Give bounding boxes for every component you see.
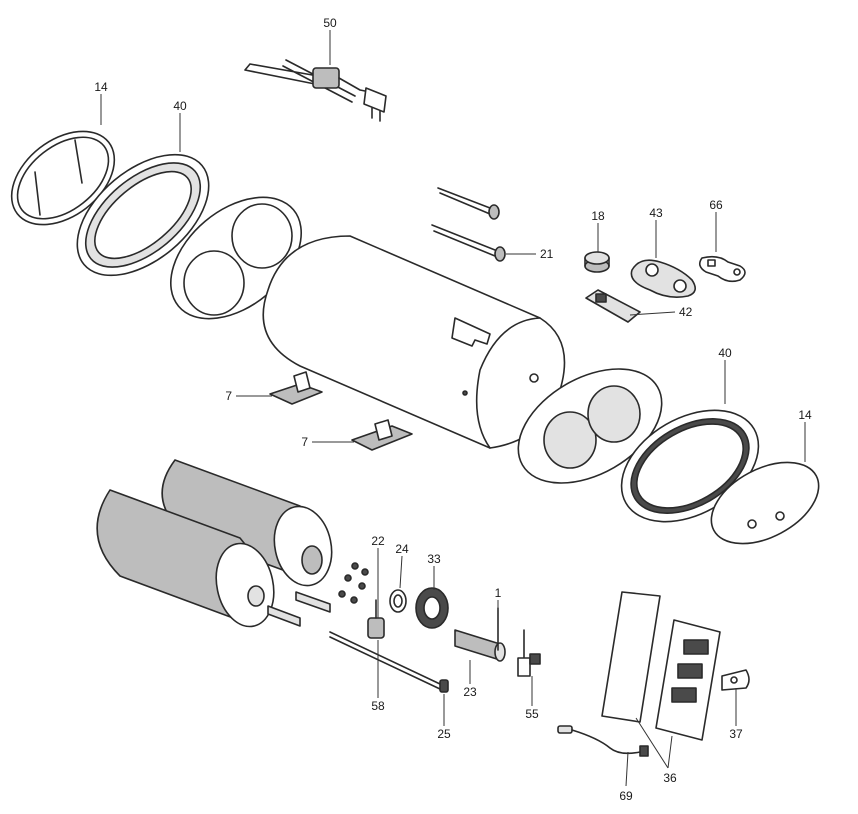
part-33-flange-ring	[415, 587, 449, 629]
part-24-washer	[389, 589, 407, 613]
part-40-frame-right	[620, 409, 760, 523]
callout-21: 21	[540, 247, 554, 261]
part-40-frame-left	[76, 153, 210, 277]
part-37-small-plate	[721, 669, 750, 691]
part-14-front-cover-left	[10, 130, 116, 226]
inner-tank-front	[96, 489, 275, 628]
leader-lines	[100, 30, 806, 787]
part-42-control-board	[585, 289, 641, 323]
callout-33: 33	[427, 552, 441, 566]
part-14-cover-right	[710, 461, 820, 545]
part-36-control-housing	[601, 591, 721, 741]
tank-pipes	[267, 591, 331, 627]
callout-23: 23	[463, 685, 477, 699]
callout-24: 24	[395, 542, 409, 556]
callout-22: 22	[371, 534, 385, 548]
callout-58: 58	[371, 699, 385, 713]
part-66-link-plate	[698, 255, 746, 283]
callout-69: 69	[619, 789, 633, 803]
callout-66: 66	[709, 198, 723, 212]
callout-7-lower: 7	[301, 435, 308, 449]
callout-42: 42	[679, 305, 693, 319]
part-21-screws	[431, 187, 506, 262]
dual-ring-flange-right	[517, 368, 663, 484]
fastener-group	[338, 562, 369, 604]
callout-37: 37	[729, 727, 743, 741]
callout-14-left: 14	[94, 80, 108, 94]
part-55-thermostat	[517, 629, 541, 677]
callout-25: 25	[437, 727, 451, 741]
callout-14-right: 14	[798, 408, 812, 422]
part-43-panel-plate	[630, 259, 696, 298]
part-18-knob	[584, 251, 610, 273]
callout-40-right: 40	[718, 346, 732, 360]
part-7-bracket-upper	[269, 371, 323, 405]
callout-40-left: 40	[173, 99, 187, 113]
part-7-bracket-lower	[351, 419, 413, 451]
part-25-rod-tip	[439, 679, 449, 693]
callout-55: 55	[525, 707, 539, 721]
callout-18: 18	[591, 209, 605, 223]
callout-1: 1	[495, 586, 502, 600]
part-23-heating-element	[454, 629, 506, 662]
callout-36: 36	[663, 771, 677, 785]
callout-labels: 50 14 40 18 43 66 21 42 7 7 40 14 22 24 …	[94, 16, 812, 803]
part-22-valve	[367, 599, 385, 639]
callout-50: 50	[323, 16, 337, 30]
outer-casing	[262, 235, 566, 449]
part-58-long-rod	[329, 631, 441, 690]
callout-7-upper: 7	[225, 389, 232, 403]
callout-43: 43	[649, 206, 663, 220]
part-50-power-cord	[244, 59, 387, 122]
part-69-sensor-cable	[557, 725, 649, 757]
inner-tank-rear	[161, 459, 333, 587]
